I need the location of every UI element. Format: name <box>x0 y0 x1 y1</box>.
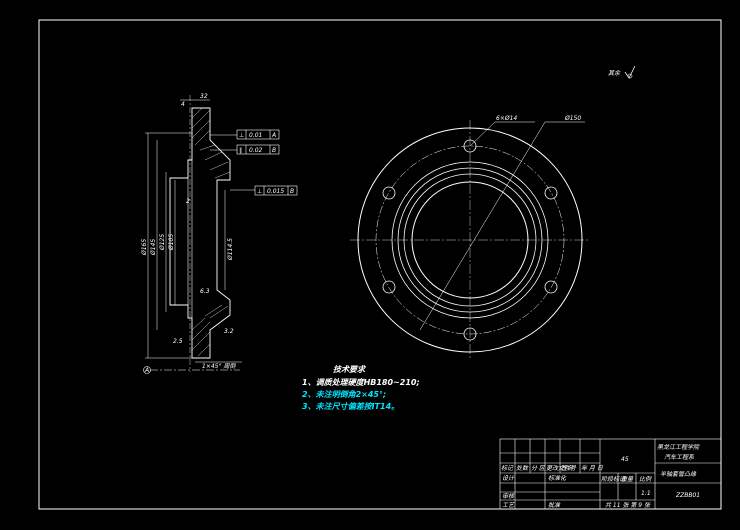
roughness-general-mark: 其余 <box>608 65 636 79</box>
dim-d1: Ø165 <box>141 239 148 256</box>
material: 45 <box>621 456 629 463</box>
dim-d3: Ø125 <box>159 234 166 251</box>
title-block <box>499 438 722 510</box>
svg-text:年 月 日: 年 月 日 <box>581 464 604 472</box>
svg-text:签名: 签名 <box>561 464 574 472</box>
department: 汽车工程系 <box>664 453 695 461</box>
chamfer-note: 1×45° 周倒 <box>202 362 236 370</box>
roughness-1: 6.3 <box>200 288 210 295</box>
roughness-3: 3.2 <box>224 328 234 335</box>
dim-width: 32 <box>200 93 208 100</box>
svg-text:批准: 批准 <box>548 501 561 509</box>
dim-d4: Ø105 <box>168 234 175 251</box>
svg-text:标记: 标记 <box>501 464 514 472</box>
dim-small2: 2 <box>186 198 190 205</box>
svg-text:0.02: 0.02 <box>249 147 263 154</box>
svg-text:其余: 其余 <box>608 69 621 77</box>
svg-text:B: B <box>272 147 276 154</box>
school: 黑龙江工程学院 <box>657 443 700 451</box>
roughness-2: 2.5 <box>173 338 183 345</box>
tech-item-3: 3、未注尺寸偏差按IT14。 <box>302 402 399 411</box>
scale: 1:1 <box>641 490 651 497</box>
title-block-text: 45 黑龙江工程学院 汽车工程系 半轴套管凸缘 ZZBB01 1:1 共 11 … <box>501 443 700 509</box>
tech-item-2: 2、未注明倒角2×45°; <box>302 390 386 399</box>
svg-text:审核: 审核 <box>502 492 515 500</box>
svg-text:⊥: ⊥ <box>257 188 262 195</box>
drawing-border <box>38 19 722 510</box>
sheet-count: 共 11 张 第 9 张 <box>605 501 651 509</box>
svg-text:A: A <box>271 132 276 139</box>
svg-text:更改文件号: 更改文件号 <box>546 464 577 472</box>
svg-text:工艺: 工艺 <box>502 501 515 509</box>
svg-text:处数: 处数 <box>516 464 529 472</box>
svg-text:重量: 重量 <box>621 476 634 483</box>
svg-text:∥: ∥ <box>239 147 242 154</box>
svg-text:标准化: 标准化 <box>548 474 567 482</box>
tech-title: 技术要求 <box>333 365 367 374</box>
tol-frame-2: ∥ 0.02 B <box>210 144 280 155</box>
tol-frame-3: ⊥ 0.015 B <box>230 185 298 196</box>
tech-item-1: 1、调质处理硬度HB180~210; <box>302 378 420 387</box>
svg-text:0.015: 0.015 <box>267 188 284 195</box>
dim-d5: Ø114.5 <box>227 238 234 261</box>
datum-label: A <box>144 367 149 374</box>
section-view: Ø165 Ø145 Ø125 Ø105 Ø114.5 32 4 2 6.3 2.… <box>141 93 298 374</box>
tol-frame-1: ⊥ 0.01 A <box>210 129 280 140</box>
svg-text:分 区: 分 区 <box>531 465 546 472</box>
front-view: 6×Ø14 Ø150 <box>350 115 590 360</box>
svg-text:阶段标记: 阶段标记 <box>601 475 626 483</box>
hole-callout: 6×Ø14 <box>496 115 517 122</box>
svg-text:设计: 设计 <box>502 474 515 482</box>
technical-requirements: 技术要求 1、调质处理硬度HB180~210; 2、未注明倒角2×45°; 3、… <box>302 365 420 411</box>
dim-small1: 4 <box>181 101 185 108</box>
svg-text:B: B <box>290 188 294 195</box>
drawing-number: ZZBB01 <box>675 492 700 499</box>
svg-text:⊥: ⊥ <box>239 132 244 139</box>
dim-d2: Ø145 <box>150 239 157 256</box>
part-name: 半轴套管凸缘 <box>660 470 697 478</box>
svg-text:比例: 比例 <box>639 475 652 483</box>
svg-text:0.01: 0.01 <box>249 132 262 139</box>
pcd-callout: Ø150 <box>564 115 581 122</box>
